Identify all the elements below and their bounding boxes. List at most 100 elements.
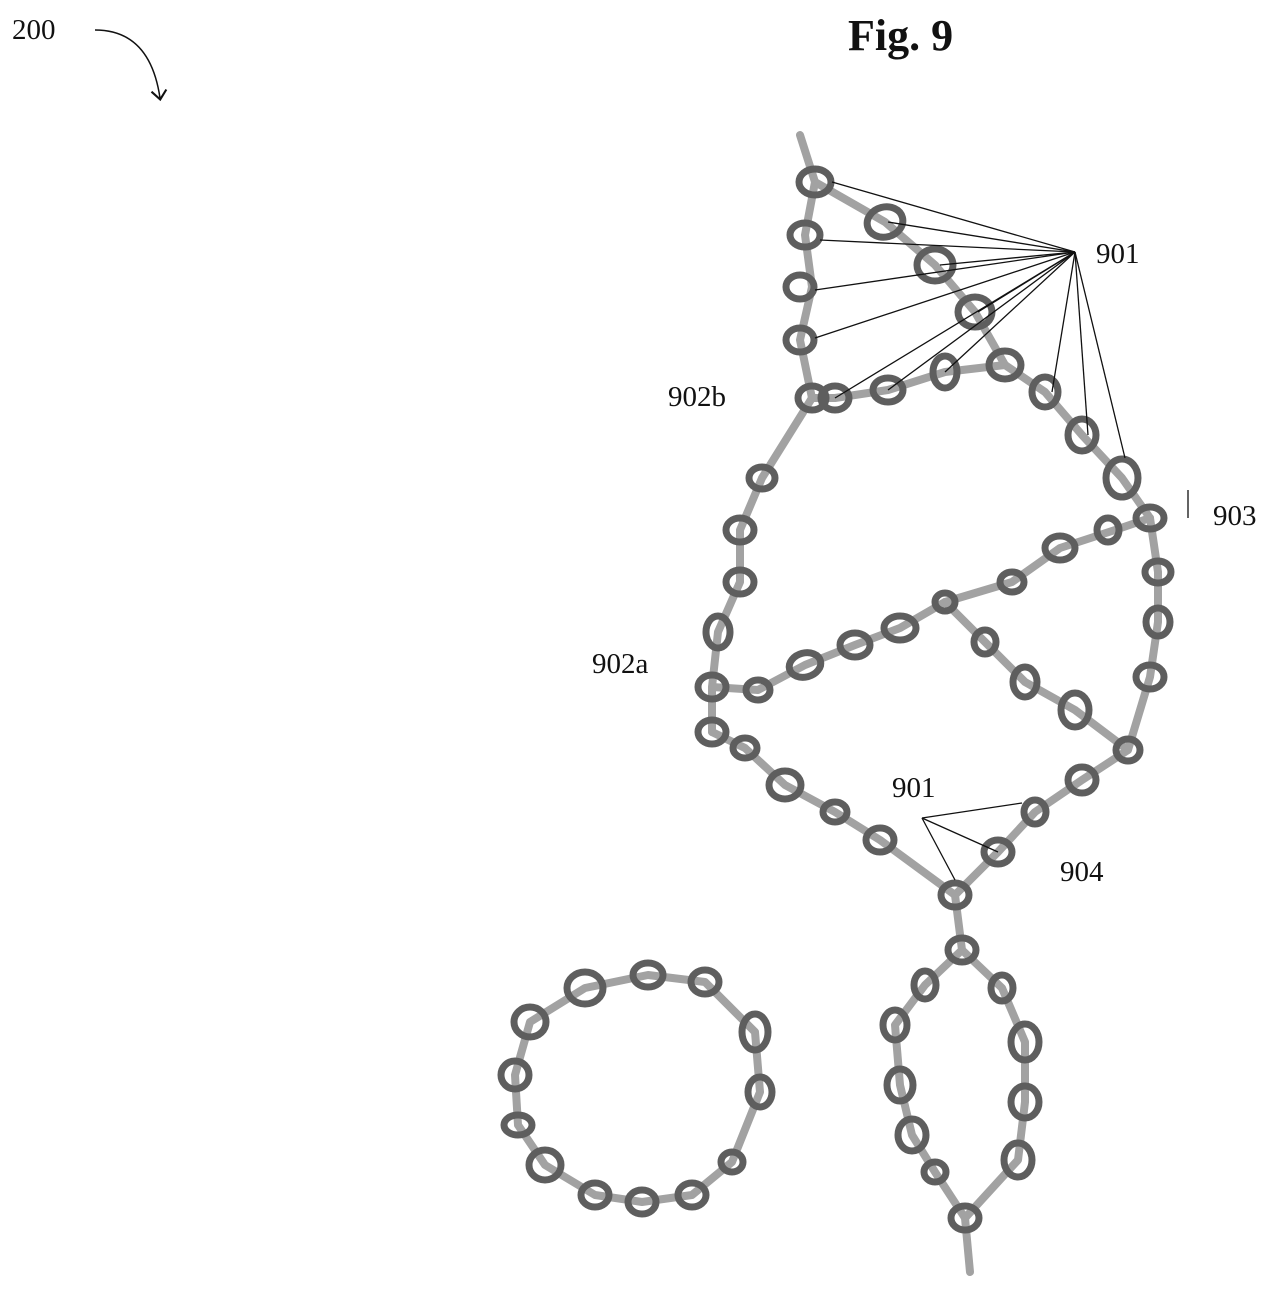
bead (987, 971, 1017, 1005)
bead (869, 374, 907, 406)
bead (947, 1202, 983, 1234)
bead (1132, 503, 1168, 533)
bead (785, 649, 825, 681)
bead (836, 629, 874, 661)
bead (1057, 689, 1093, 731)
bead (510, 1003, 550, 1041)
bead (862, 824, 898, 856)
bead (880, 612, 920, 644)
bead (694, 716, 730, 748)
bead (937, 879, 973, 911)
bead (674, 1179, 710, 1211)
leader-line (921, 817, 956, 881)
leader-line (819, 239, 1076, 253)
bead (702, 612, 734, 652)
bead (1132, 661, 1168, 693)
bead (1142, 604, 1174, 640)
bead (817, 382, 853, 414)
bead (1141, 557, 1175, 587)
bead (894, 1115, 930, 1155)
bead (1007, 1082, 1043, 1122)
strand-cross-2 (941, 598, 1132, 754)
leader-line (921, 802, 1023, 819)
bead (1093, 514, 1123, 546)
bead (794, 382, 830, 414)
bead (1064, 763, 1100, 797)
leader-line (887, 251, 1076, 391)
leader-line (814, 251, 1076, 339)
bead (500, 1111, 536, 1139)
bead (1064, 415, 1100, 455)
bead (970, 626, 1000, 658)
bead (1009, 663, 1041, 701)
bead (1028, 373, 1062, 411)
label-902b: 902b (668, 381, 726, 413)
bead (729, 734, 761, 762)
strand-lower-loop-left (891, 891, 974, 1276)
leader-line (831, 181, 1076, 253)
bead (782, 324, 818, 356)
bead (782, 271, 818, 303)
bead (563, 968, 607, 1008)
bead (1102, 455, 1142, 501)
bead (863, 203, 907, 241)
bead (717, 1148, 747, 1176)
bead (742, 676, 774, 704)
label-901-bottom: 901 (892, 772, 936, 804)
bead (786, 219, 824, 251)
ref-label-200: 200 (12, 14, 56, 46)
bead (879, 1006, 911, 1044)
strand-top-diagonal (811, 178, 1009, 369)
label-903: 903 (1213, 500, 1257, 532)
bead (629, 959, 667, 991)
bead (744, 1073, 776, 1111)
bead (687, 966, 723, 998)
strand-cross-1 (708, 514, 1154, 694)
leader-line (814, 251, 1076, 291)
bead (497, 1057, 533, 1093)
bead (1000, 1139, 1036, 1181)
bead (624, 1186, 660, 1218)
bead (1112, 735, 1144, 765)
bead (722, 566, 758, 598)
leader-line (887, 221, 1076, 253)
bead (931, 589, 959, 615)
bead (745, 463, 779, 493)
dna-beads (497, 165, 1175, 1234)
bead (954, 293, 996, 331)
bead (920, 1158, 950, 1186)
reference-arrow (94, 29, 168, 102)
bead (819, 798, 851, 826)
bead (1041, 532, 1079, 564)
bead (913, 245, 957, 285)
leader-line (944, 251, 1076, 373)
bead (795, 165, 835, 199)
label-904: 904 (1060, 856, 1104, 888)
bead (1020, 796, 1050, 828)
bead (738, 1010, 772, 1054)
leader-line (1074, 251, 1089, 436)
bead (929, 352, 961, 392)
strand-right-side (951, 514, 1162, 899)
leader-line (939, 251, 1076, 266)
label-901-top: 901 (1096, 238, 1140, 270)
bead (722, 514, 758, 546)
bead (765, 767, 805, 803)
bead (694, 671, 730, 703)
bead (985, 347, 1025, 383)
bead (525, 1146, 565, 1184)
leader-line (921, 817, 999, 853)
label-leader-lines (814, 181, 1189, 881)
leader-line (1051, 251, 1076, 393)
bead (1007, 1020, 1043, 1064)
leader-line (834, 251, 1076, 399)
strand-upper-arm (808, 361, 1154, 522)
leader-line (1074, 251, 1126, 459)
figure-title: Fig. 9 (848, 11, 954, 60)
bead (883, 1065, 917, 1105)
label-902a: 902a (592, 648, 649, 680)
bead (910, 967, 940, 1003)
bead (980, 836, 1016, 868)
bead (577, 1179, 613, 1211)
